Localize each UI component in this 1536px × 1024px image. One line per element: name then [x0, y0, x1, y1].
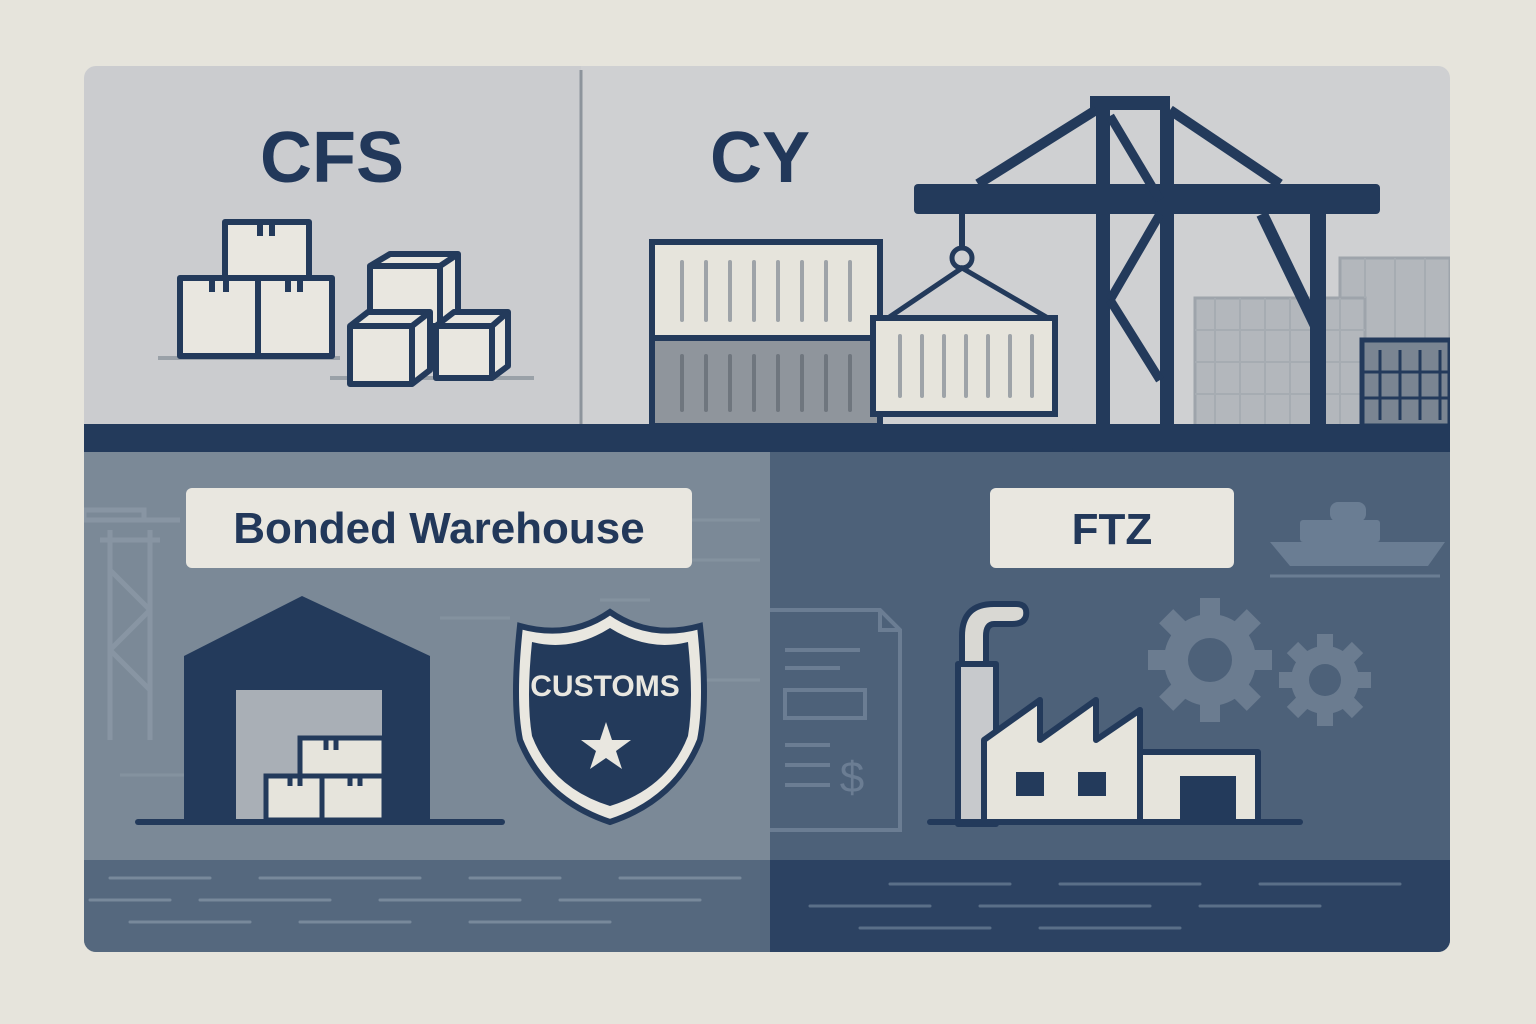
- ftz-ground-dashes: [808, 882, 1402, 930]
- cfs-title: CFS: [260, 118, 404, 198]
- ship-icon: [1270, 502, 1445, 578]
- right-container-icon: [1359, 337, 1450, 429]
- bonded-title-box: Bonded Warehouse: [186, 488, 692, 568]
- gear-icon: [1148, 598, 1371, 726]
- document-dollar-sign: $: [840, 753, 864, 802]
- crane-icon: [914, 96, 1450, 452]
- ftz-title-box: FTZ: [990, 488, 1234, 568]
- bonded-ground: [84, 860, 770, 952]
- ftz-title: FTZ: [1072, 505, 1153, 554]
- factory-icon: [927, 601, 1303, 827]
- faint-crane-icon: [84, 507, 180, 740]
- ground-dashes: [88, 876, 742, 924]
- boxes-icon: [158, 219, 534, 387]
- warehouse-icon: [135, 596, 505, 825]
- cy-title: CY: [710, 118, 810, 198]
- container-icon: [649, 239, 883, 429]
- faint-lines: [120, 518, 760, 777]
- bonded-title: Bonded Warehouse: [233, 504, 645, 553]
- hoisted-container-icon: [870, 214, 1058, 417]
- customs-shield-icon: CUSTOMS: [513, 608, 707, 826]
- document-icon: [770, 608, 902, 832]
- customs-badge-text: CUSTOMS: [530, 670, 679, 703]
